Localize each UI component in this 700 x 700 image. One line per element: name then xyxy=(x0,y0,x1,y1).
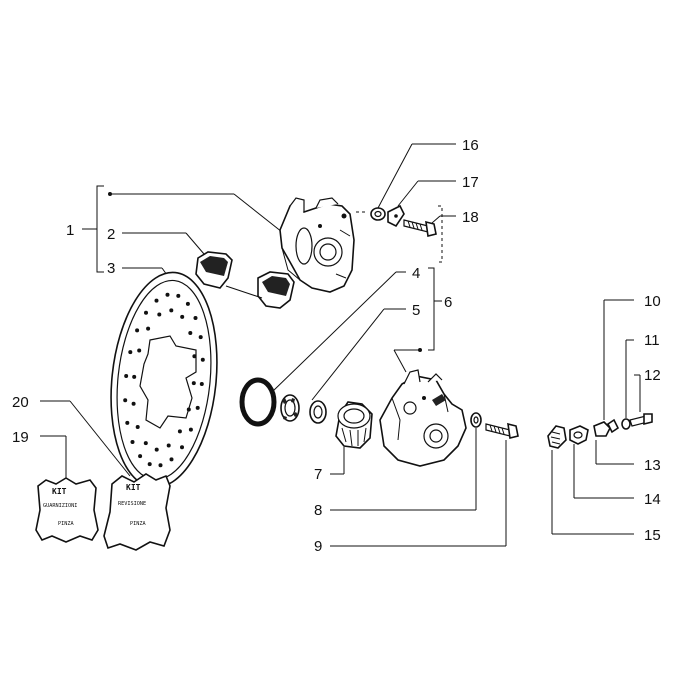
disc-hole xyxy=(188,331,193,335)
seal-ring xyxy=(239,271,406,427)
callout-14: 14 xyxy=(644,491,661,508)
disc-hole xyxy=(185,301,190,306)
disc-hole xyxy=(198,335,203,340)
callout-20: 20 xyxy=(12,394,29,411)
lower-caliper-body xyxy=(379,369,467,467)
disc-hole xyxy=(186,407,191,412)
disc-hole xyxy=(188,427,193,432)
disc-hole xyxy=(200,357,205,362)
disc-hole xyxy=(169,308,174,313)
kit-1-line-2: GUARNIZIONI xyxy=(43,503,77,509)
disc-hole xyxy=(195,405,200,410)
disc-hole xyxy=(166,443,171,448)
washer-and-bolt xyxy=(330,412,519,547)
disc-hole xyxy=(143,441,148,446)
upper-caliper-body xyxy=(279,197,355,293)
upper-fasteners xyxy=(356,143,456,263)
disc-hole xyxy=(157,312,162,317)
callout-18: 18 xyxy=(462,209,479,226)
kit-bag-guarnizioni: KIT GUARNIZIONI PINZA xyxy=(35,435,99,543)
brake-disc xyxy=(110,267,218,489)
callout-5: 5 xyxy=(412,302,420,319)
disc-hole xyxy=(169,457,174,462)
disc-hole xyxy=(158,463,163,468)
callout-12: 12 xyxy=(644,367,661,384)
callout-19: 19 xyxy=(12,429,29,446)
disc-hole xyxy=(146,326,151,331)
kit-2-line-3: PINZA xyxy=(130,521,146,527)
disc-holes xyxy=(123,292,205,468)
disc-hole xyxy=(125,420,130,425)
callout-2: 2 xyxy=(107,226,115,243)
disc-hole xyxy=(199,382,204,386)
piston xyxy=(330,401,373,475)
callout-7: 7 xyxy=(314,466,322,483)
callout-numbers: 1 2 3 4 5 6 7 8 9 10 11 12 13 14 15 16 1… xyxy=(12,137,661,555)
disc-hole xyxy=(131,401,136,406)
callout-16: 16 xyxy=(462,137,479,154)
disc-hole xyxy=(130,440,135,444)
callout-8: 8 xyxy=(314,502,322,519)
piston-bearing xyxy=(280,308,406,424)
callout-15: 15 xyxy=(644,527,661,544)
disc-hole xyxy=(177,429,182,434)
disc-hole xyxy=(176,293,181,298)
bleed-valve-parts xyxy=(547,299,653,535)
disc-hole xyxy=(165,292,170,297)
bracket-group-6 xyxy=(393,267,442,373)
disc-hole xyxy=(180,314,185,319)
kit-2-line-1: KIT xyxy=(126,483,141,492)
disc-hole xyxy=(137,348,142,353)
disc-hole xyxy=(192,354,197,359)
disc-hole xyxy=(180,445,184,450)
disc-hole xyxy=(123,398,128,403)
disc-hole xyxy=(144,310,148,315)
disc-hole xyxy=(128,350,133,355)
disc-hole xyxy=(135,328,140,333)
callout-4: 4 xyxy=(412,265,420,282)
callout-13: 13 xyxy=(644,457,661,474)
callout-10: 10 xyxy=(644,293,661,310)
disc-hole xyxy=(147,462,152,467)
disc-hole xyxy=(191,381,196,386)
callout-3: 3 xyxy=(107,260,115,277)
disc-hole xyxy=(138,454,143,459)
callout-9: 9 xyxy=(314,538,322,555)
kit-bag-revisione: KIT REVISIONE PINZA xyxy=(40,400,171,551)
kit-2-line-2: REVISIONE xyxy=(118,501,146,507)
disc-hole xyxy=(154,298,159,303)
callout-6: 6 xyxy=(444,294,452,311)
disc-hole xyxy=(124,374,129,378)
kit-1-line-3: PINZA xyxy=(58,521,74,527)
disc-hole xyxy=(193,316,198,320)
disc-hole xyxy=(135,425,140,429)
callout-1: 1 xyxy=(66,222,74,239)
brake-pads xyxy=(122,232,295,309)
callout-17: 17 xyxy=(462,174,479,191)
disc-hole xyxy=(132,374,137,379)
disc-hole xyxy=(154,447,159,452)
callout-11: 11 xyxy=(644,332,660,349)
kit-1-line-1: KIT xyxy=(52,487,67,496)
bracket-group-1 xyxy=(82,185,283,273)
